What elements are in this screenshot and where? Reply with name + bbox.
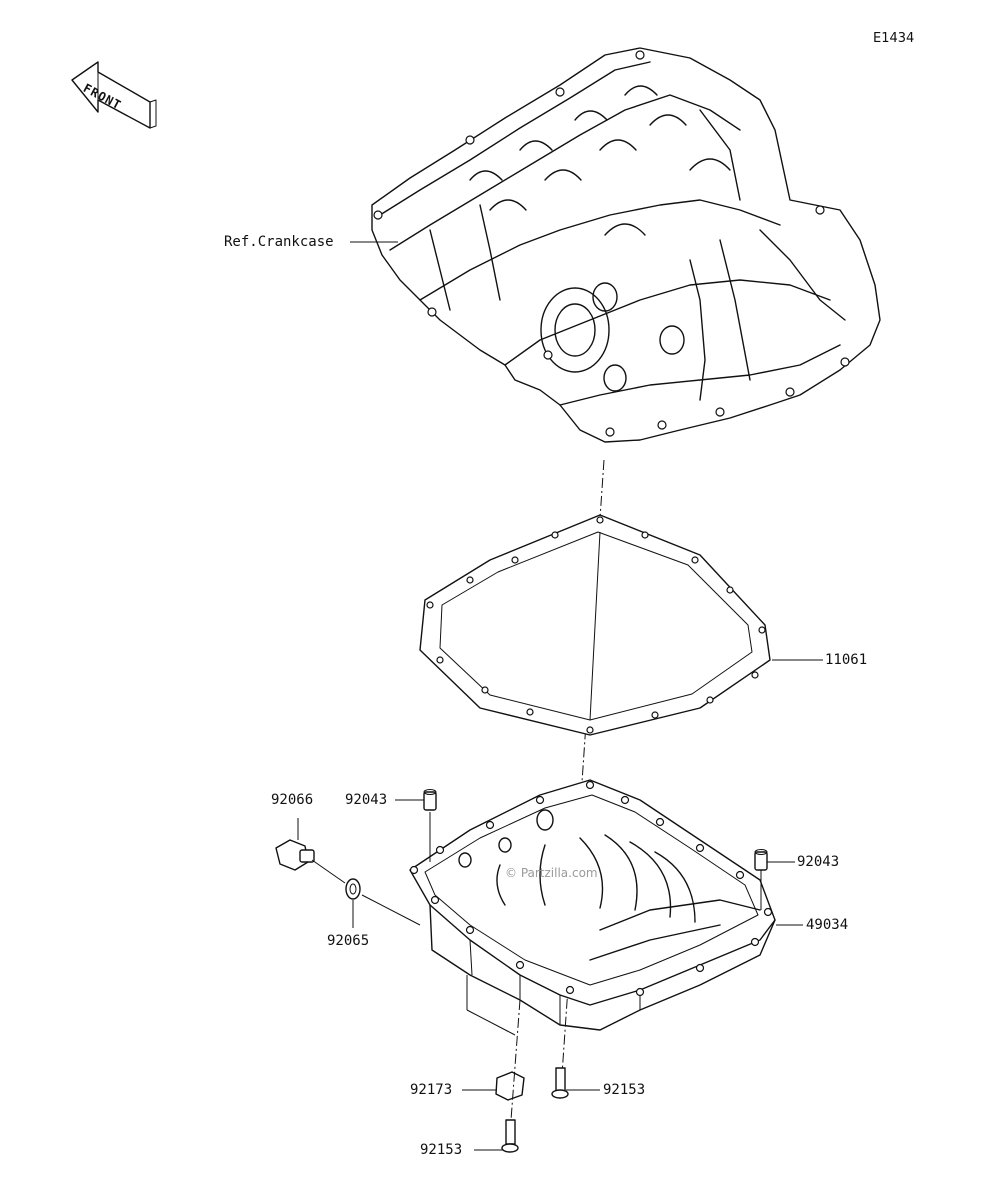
part-label-11061[interactable]: 11061 bbox=[825, 652, 868, 668]
part-label-92043-right[interactable]: 92043 bbox=[797, 854, 840, 870]
part-label-49034[interactable]: 49034 bbox=[806, 917, 849, 933]
diagram-code: E1434 bbox=[873, 31, 915, 46]
part-label-92173[interactable]: 92173 bbox=[410, 1082, 453, 1098]
part-label-92153-right[interactable]: 92153 bbox=[603, 1082, 646, 1098]
part-label-92153-bottom[interactable]: 92153 bbox=[420, 1142, 463, 1158]
bolt-right-drawing bbox=[551, 1067, 569, 1099]
gasket-drawing bbox=[419, 514, 771, 736]
oil-pan-drawing bbox=[409, 779, 776, 1031]
part-label-92065[interactable]: 92065 bbox=[327, 933, 370, 949]
pin-right-drawing bbox=[754, 849, 768, 871]
crankcase-drawing bbox=[371, 47, 881, 443]
ref-crankcase-label: Ref.Crankcase bbox=[224, 234, 334, 250]
part-label-92043-left[interactable]: 92043 bbox=[345, 792, 388, 808]
part-label-92066[interactable]: 92066 bbox=[271, 792, 314, 808]
front-arrow-icon bbox=[71, 61, 157, 129]
pin-left-drawing bbox=[423, 789, 437, 811]
clip-drawing bbox=[495, 1071, 525, 1101]
bolt-bottom-drawing bbox=[501, 1119, 519, 1153]
drain-plug-drawing bbox=[275, 818, 315, 871]
washer-drawing bbox=[345, 878, 361, 900]
watermark: © Partzilla.com bbox=[505, 866, 598, 880]
